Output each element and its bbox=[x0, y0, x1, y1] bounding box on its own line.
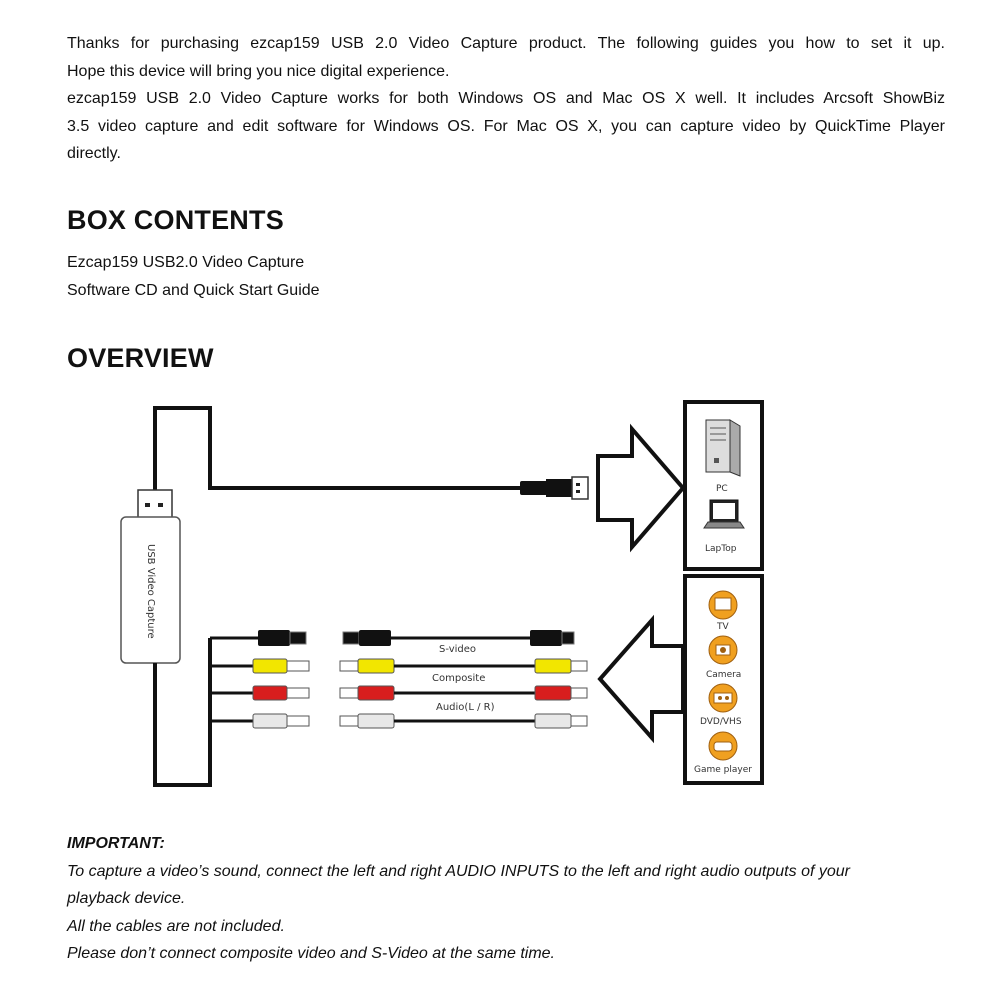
camera-label: Camera bbox=[706, 670, 741, 680]
usb-video-capture-device bbox=[120, 516, 181, 664]
game-player-icon bbox=[708, 731, 738, 761]
laptop-label: LapTop bbox=[705, 544, 737, 554]
audio-red-connector-device bbox=[252, 685, 310, 701]
svideo-connector-device bbox=[258, 630, 307, 646]
audio-red-cable bbox=[339, 685, 588, 701]
intro-line-1: Thanks for purchasing ezcap159 USB 2.0 V… bbox=[67, 35, 945, 52]
connection-diagram: USB Video Capture bbox=[120, 400, 764, 787]
cable-label-composite: Composite bbox=[432, 673, 485, 684]
svideo-cable bbox=[342, 630, 575, 646]
important-title: IMPORTANT: bbox=[67, 835, 165, 852]
game-player-label: Game player bbox=[694, 765, 752, 775]
box-contents-item: Software CD and Quick Start Guide bbox=[67, 282, 320, 299]
intro-line-3: ezcap159 USB 2.0 Video Capture works for… bbox=[67, 90, 945, 107]
pc-label: PC bbox=[716, 484, 728, 494]
audio-white-connector-device bbox=[252, 713, 310, 729]
important-line-1: To capture a video’s sound, connect the … bbox=[67, 863, 850, 880]
important-line-2: playback device. bbox=[67, 890, 186, 907]
audio-white-cable bbox=[339, 713, 588, 729]
intro-line-5: directly. bbox=[67, 145, 121, 162]
arrow-from-sources bbox=[597, 614, 685, 744]
usb-cable bbox=[153, 406, 525, 497]
arrow-to-pc bbox=[596, 423, 686, 553]
intro-line-4: 3.5 video capture and edit software for … bbox=[67, 117, 945, 135]
tv-icon bbox=[708, 590, 738, 620]
important-line-3: All the cables are not included. bbox=[67, 918, 285, 935]
dvd-vhs-label: DVD/VHS bbox=[700, 717, 742, 727]
composite-connector-device bbox=[252, 658, 310, 674]
box-contents-item: Ezcap159 USB2.0 Video Capture bbox=[67, 254, 305, 271]
device-label: USB Video Capture bbox=[145, 544, 156, 639]
dvd-vhs-icon bbox=[708, 683, 738, 713]
usb-plug-pc bbox=[520, 481, 548, 495]
usb-plug-device bbox=[137, 489, 173, 519]
camera-icon bbox=[708, 635, 738, 665]
intro-line-2: Hope this device will bring you nice dig… bbox=[67, 62, 450, 80]
composite-cable bbox=[339, 658, 588, 674]
pc-tower-icon bbox=[705, 419, 741, 477]
tv-label: TV bbox=[716, 622, 729, 632]
box-contents-heading: BOX CONTENTS bbox=[67, 205, 284, 235]
important-line-4: Please don’t connect composite video and… bbox=[67, 945, 555, 962]
cable-label-svideo: S-video bbox=[439, 644, 476, 655]
cable-label-audio: Audio(L / R) bbox=[436, 702, 495, 713]
overview-heading: OVERVIEW bbox=[67, 343, 214, 373]
laptop-icon bbox=[703, 499, 745, 529]
